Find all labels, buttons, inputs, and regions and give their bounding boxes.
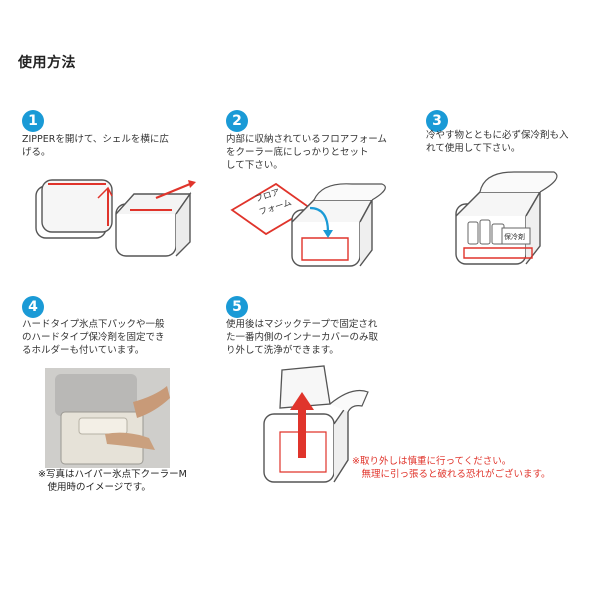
- step-4-note: ※写真はハイパー氷点下クーラーM 使用時のイメージです。: [38, 468, 228, 494]
- step-4-text: ハードタイプ氷点下パックや一般 のハードタイプ保冷剤を固定でき るホルダーも付い…: [22, 318, 202, 357]
- step-5-badge: 5: [226, 296, 248, 318]
- step-2-illustration: フロア フォーム: [222, 178, 402, 278]
- step-1-badge: 1: [22, 110, 44, 132]
- step-3-illustration: 保冷剤: [436, 162, 586, 272]
- step-2-text: 内部に収納されているフロアフォーム をクーラー底にしっかりとセット して下さい。: [226, 133, 401, 172]
- step-4-badge: 4: [22, 296, 44, 318]
- step-5-text: 使用後はマジックテープで固定され た一番内側のインナーカバーのみ取 り外して洗浄…: [226, 318, 426, 357]
- step-3-text: 冷やす物とともに必ず保冷剤も入 れて使用して下さい。: [426, 129, 596, 155]
- step-4-photo: [45, 368, 170, 468]
- page-title: 使用方法: [18, 52, 76, 72]
- step-3-label: 保冷剤: [504, 232, 525, 241]
- step-5-note: ※取り外しは慎重に行ってください。 無理に引っ張ると破れる恐れがございます。: [352, 455, 592, 481]
- arrow-shaft: [298, 408, 306, 458]
- step-1-text: ZIPPERを開けて、シェルを横に広 げる。: [22, 133, 192, 159]
- step-1-illustration: [28, 168, 198, 268]
- step-2-badge: 2: [226, 110, 248, 132]
